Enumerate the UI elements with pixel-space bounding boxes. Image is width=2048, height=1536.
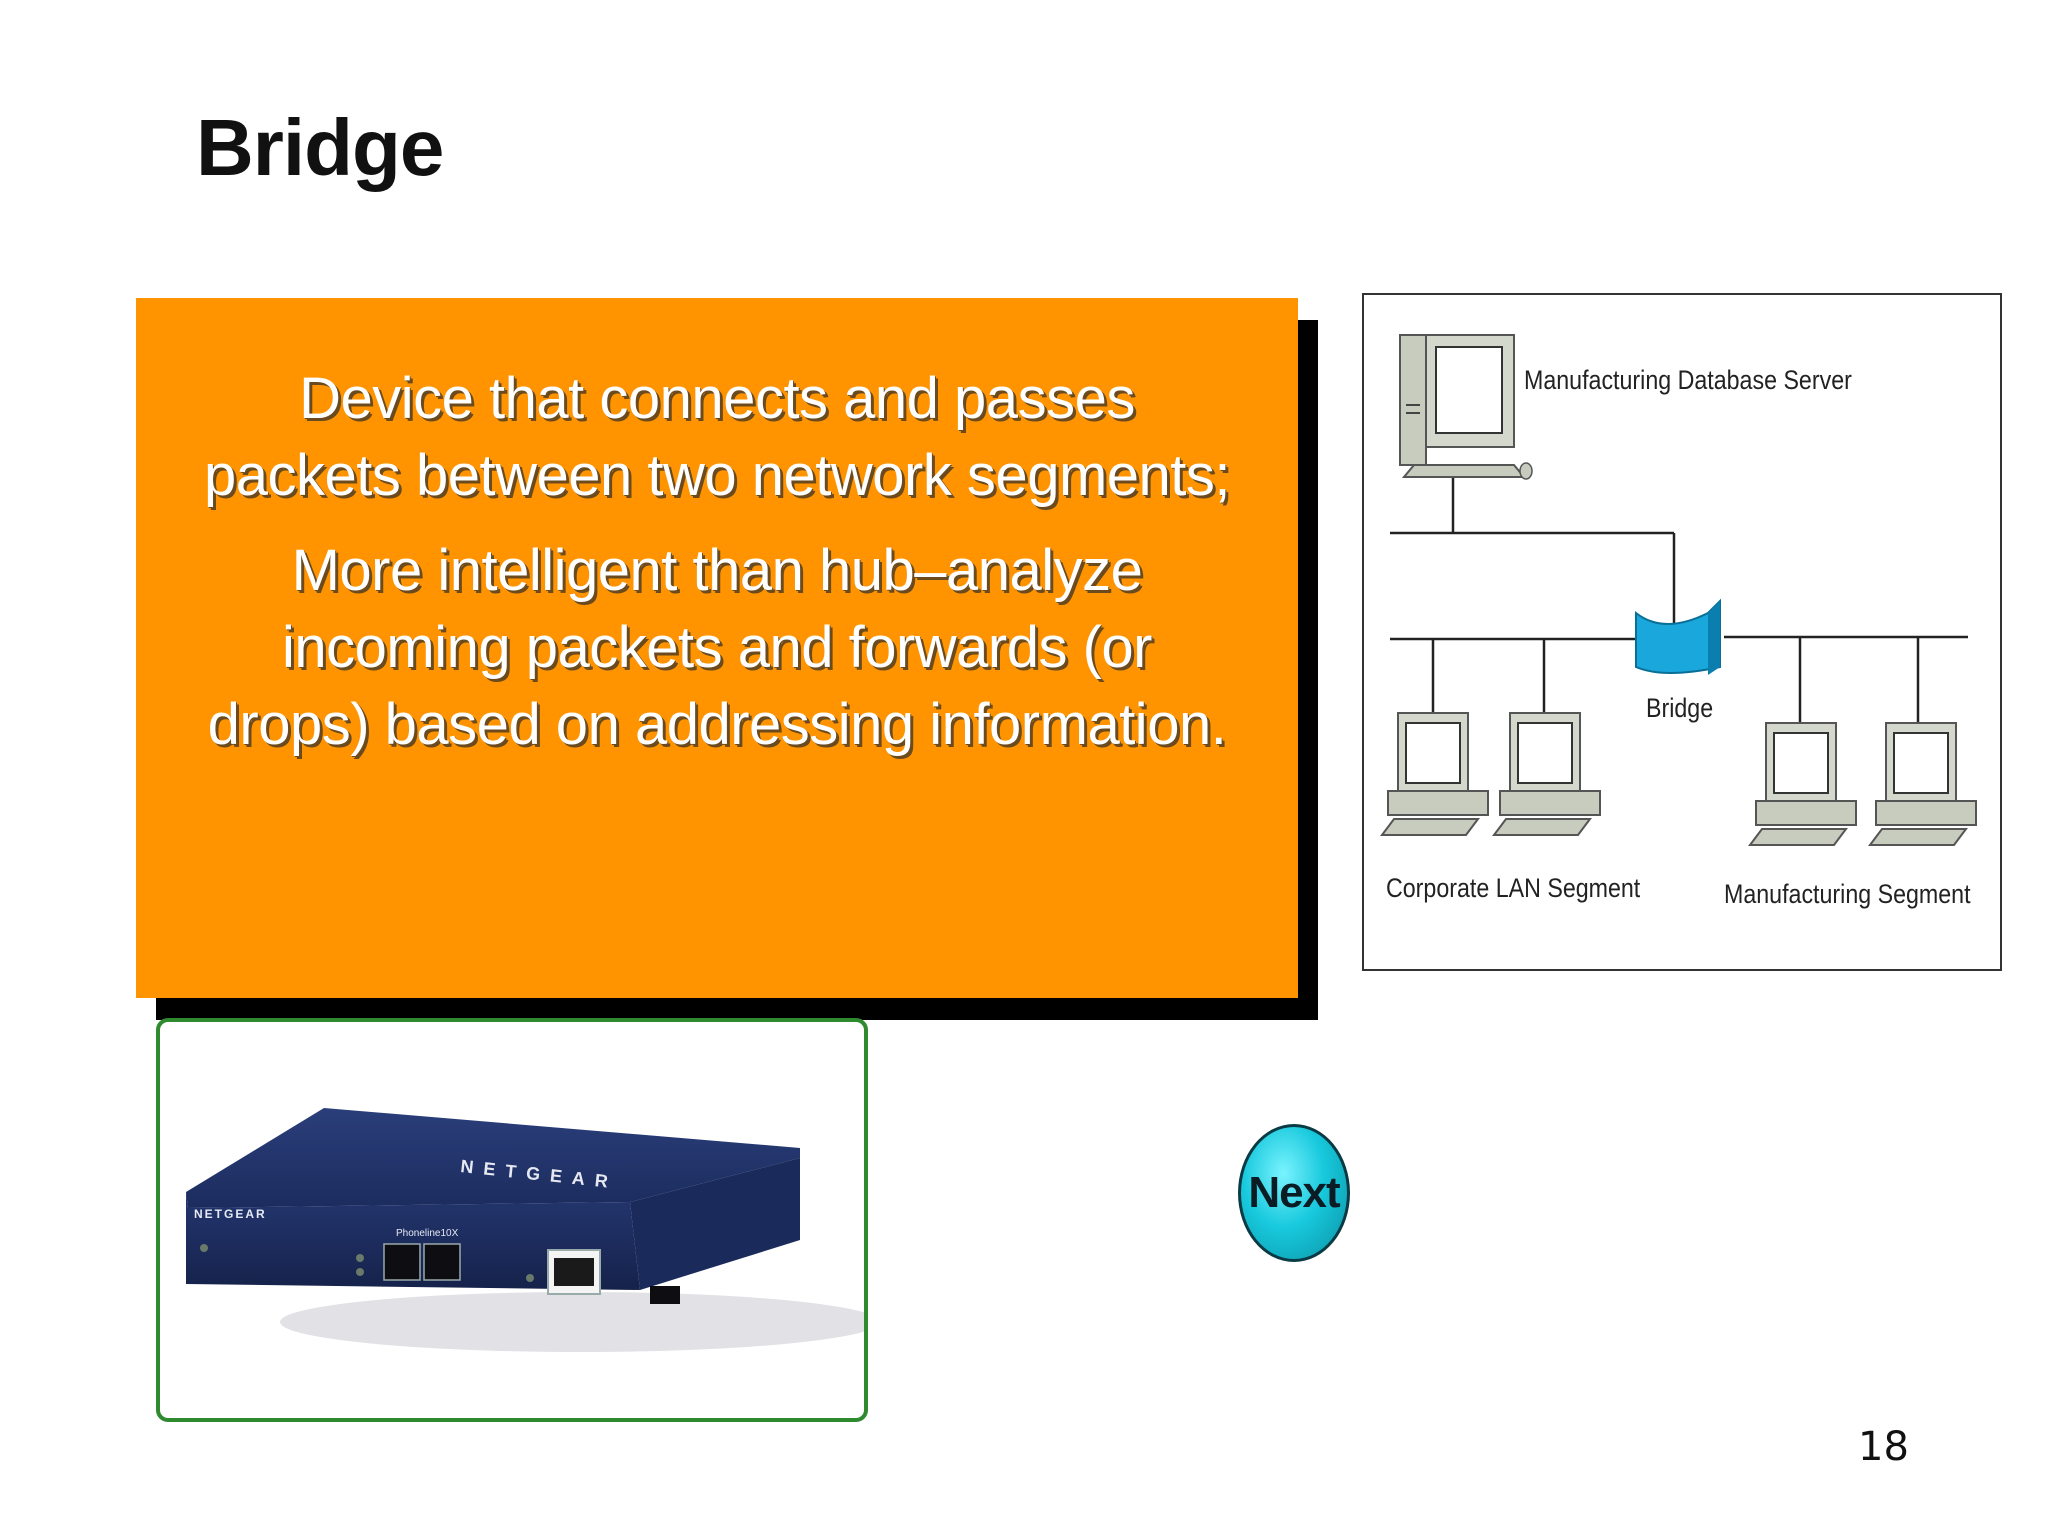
bridge-network-diagram: Manufacturing Database Server Bridge Cor… <box>1362 293 2002 971</box>
next-button[interactable]: Next <box>1238 1124 1350 1262</box>
page-number: 18 <box>1858 1424 1909 1470</box>
bridge-product-photo: NETGEAR NETGEAR Phoneline10X <box>156 1018 868 1422</box>
port-label-text: Phoneline10X <box>396 1228 459 1239</box>
server-label: Manufacturing Database Server <box>1524 365 1852 395</box>
manufacturing-segment-label: Manufacturing Segment <box>1724 879 1971 909</box>
corporate-lan-segment-label: Corporate LAN Segment <box>1386 873 1641 903</box>
corporate-pc-2-icon <box>1492 712 1601 836</box>
bridge-device-icon <box>1635 598 1721 675</box>
diagram-drawing <box>1380 334 1977 846</box>
next-button-label: Next <box>1248 1168 1340 1217</box>
manufacturing-pc-2-icon <box>1868 722 1977 846</box>
callout-box: Device that connects and passes packets … <box>136 298 1298 998</box>
netgear-device-image: NETGEAR NETGEAR Phoneline10X <box>186 1108 864 1352</box>
slide-title: Bridge <box>196 103 444 192</box>
network-lines <box>1390 475 1968 723</box>
bridge-label: Bridge <box>1646 693 1714 723</box>
brand-front-text: NETGEAR <box>194 1207 267 1221</box>
corporate-pc-1-icon <box>1380 712 1489 836</box>
server-computer-icon <box>1399 334 1533 480</box>
manufacturing-pc-1-icon <box>1748 722 1857 846</box>
callout-paragraph-1: Device that connects and passes packets … <box>203 366 1231 508</box>
callout-paragraph-2: More intelligent than hub–analyze incomi… <box>207 538 1227 757</box>
